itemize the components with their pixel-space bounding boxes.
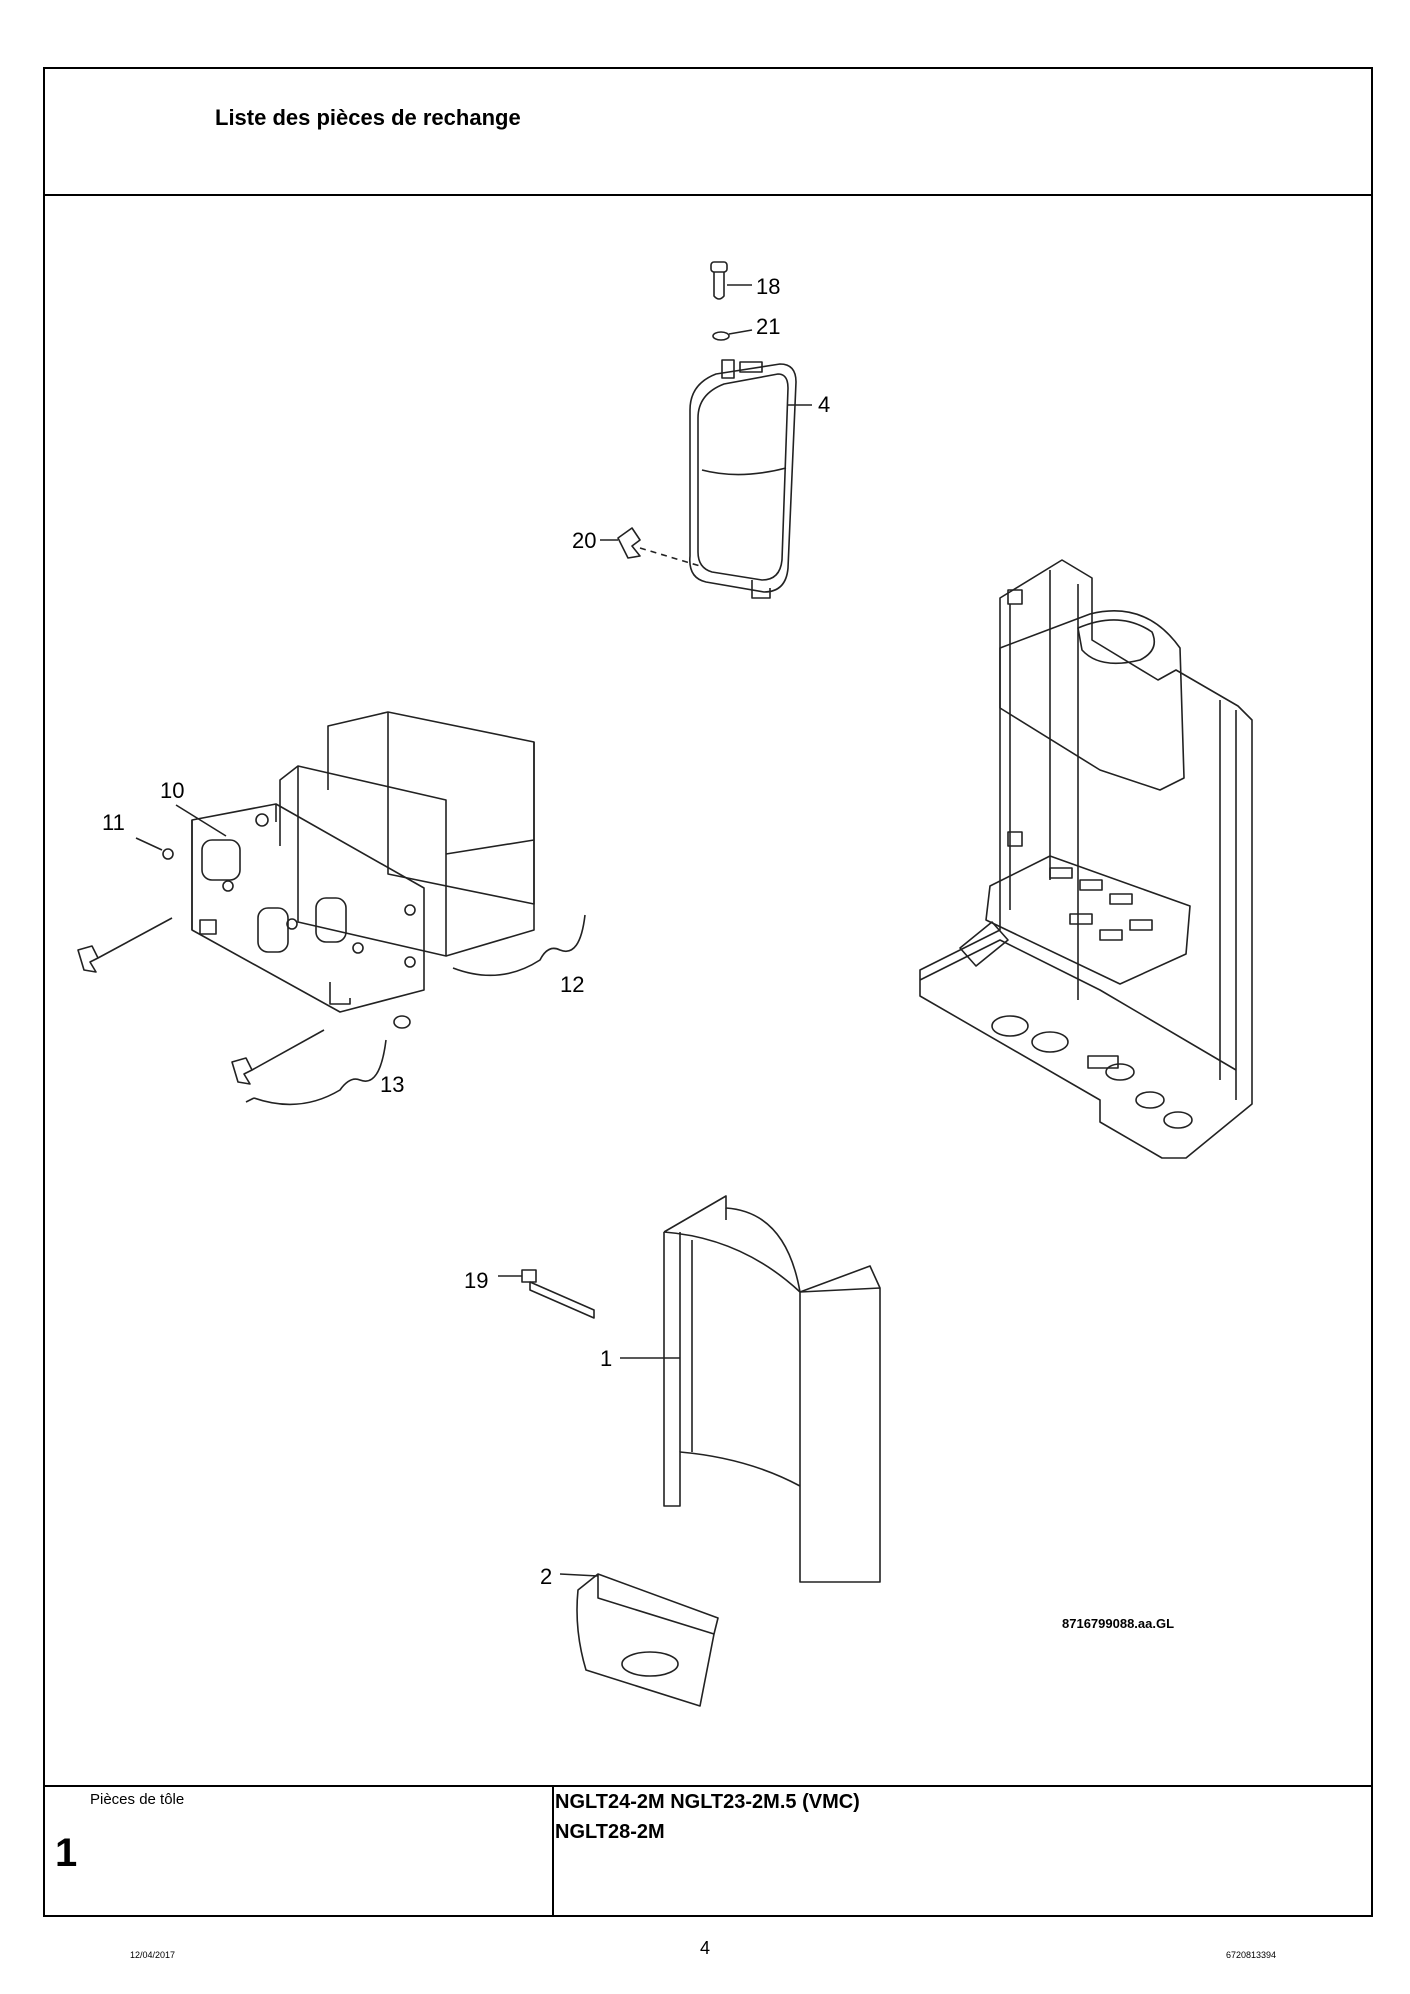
- callout-2: 2: [540, 1564, 552, 1589]
- logo-badge-part: [498, 1269, 595, 1319]
- front-panel-part: [175, 803, 425, 1013]
- screws-part: [135, 837, 298, 930]
- o-ring-part: [712, 329, 753, 341]
- drawing-part-code: 8716799088.aa.GL: [1062, 1616, 1174, 1631]
- models-line-1: NGLT24-2M NGLT23-2M.5 (VMC): [555, 1791, 860, 1813]
- footer-page-number: 4: [700, 1938, 711, 1958]
- section-name: Pièces de tôle: [90, 1791, 185, 1808]
- section-number: 1: [55, 1831, 78, 1875]
- callout-4: 4: [818, 392, 830, 417]
- air-vent-part: [710, 261, 752, 300]
- callout-1: 1: [600, 1346, 612, 1371]
- chassis-frame-part: [919, 559, 1253, 1159]
- page-title: Liste des pièces de rechange: [215, 105, 521, 130]
- callout-20: 20: [572, 528, 596, 553]
- callout-10: 10: [160, 778, 184, 803]
- callout-18: 18: [756, 274, 780, 299]
- header-divider: [45, 194, 1371, 196]
- footer-date: 12/04/2017: [130, 1950, 176, 1960]
- expansion-vessel-part: [689, 359, 812, 599]
- title-block-separator: [552, 1785, 554, 1915]
- title-block-divider: [45, 1785, 1371, 1787]
- callout-11: 11: [102, 810, 125, 835]
- footer-doc-number: 6720813394: [1226, 1950, 1277, 1960]
- page-frame: Liste des pièces de rechange Pièces de t…: [43, 67, 1373, 1917]
- lower-cover-part: [559, 1573, 719, 1707]
- callout-19: 19: [464, 1268, 488, 1293]
- models-line-2: NGLT28-2M: [555, 1821, 665, 1843]
- wing-nut-part: [600, 527, 701, 567]
- callout-13: 13: [380, 1072, 404, 1097]
- callout-21: 21: [756, 314, 780, 339]
- callout-12: 12: [560, 972, 584, 997]
- front-casing-part: [620, 1195, 881, 1583]
- rods-part: [77, 917, 411, 1106]
- insulation-panels-part: [279, 711, 586, 977]
